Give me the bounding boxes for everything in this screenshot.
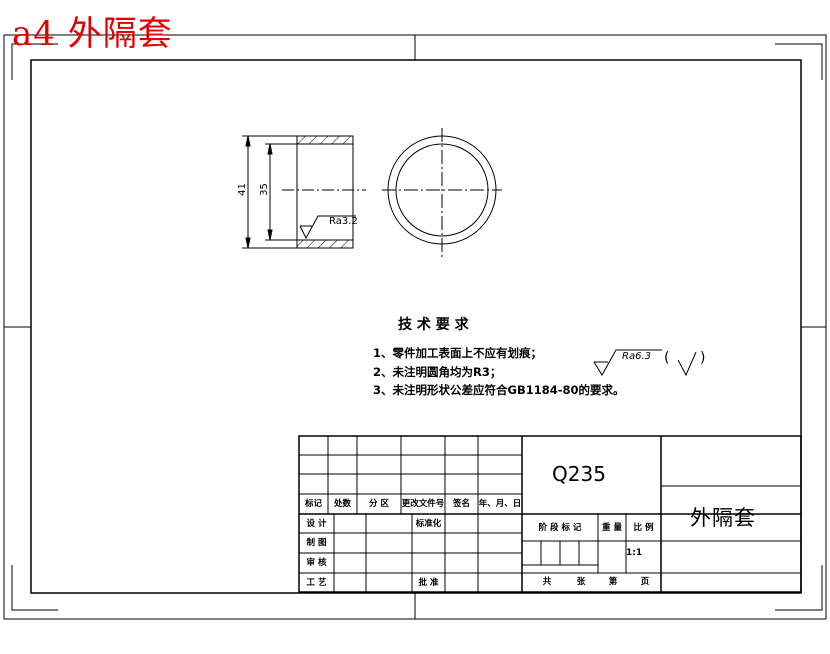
- approval-label: 批 准: [418, 578, 439, 588]
- process-label: 工 艺: [306, 578, 327, 588]
- revision-label-zone: 分 区: [369, 499, 389, 509]
- requirement-item: 2、未注明圆角均为R3；: [373, 365, 502, 379]
- page-title: a4 外隔套: [12, 14, 173, 54]
- local-roughness-label: Ra3.2: [329, 216, 358, 227]
- general-roughness-label: Ra6.3: [622, 351, 651, 362]
- revision-label-signature: 签名: [452, 499, 470, 509]
- general-roughness-symbol: [593, 349, 697, 377]
- general-roughness-paren-open: (: [664, 350, 670, 366]
- page-suffix-label: 页: [640, 577, 650, 587]
- side-view: [382, 128, 502, 258]
- outer-diameter-dimension: 41: [236, 183, 248, 196]
- requirement-item: 3、未注明形状公差应符合GB1184-80的要求。: [373, 383, 625, 397]
- revision-label-mark: 标记: [304, 499, 322, 509]
- front-section-view: [242, 135, 366, 249]
- title-block: [298, 435, 802, 593]
- page-label: 第: [608, 577, 618, 587]
- revision-label-document: 更改文件号: [401, 499, 445, 509]
- scale-value: 1:1: [626, 548, 643, 558]
- weight-label: 重 量: [602, 523, 622, 533]
- general-roughness-paren-close: ): [700, 350, 706, 366]
- revision-label-count: 处数: [333, 499, 351, 509]
- requirement-item: 1、零件加工表面上不应有划痕；: [373, 346, 542, 360]
- material-label: Q235: [552, 462, 606, 486]
- inner-diameter-dimension: 35: [258, 183, 270, 196]
- design-label: 设 计: [306, 519, 327, 529]
- part-name: 外隔套: [690, 506, 756, 530]
- review-label: 审 核: [306, 558, 327, 568]
- drawing-label: 制 图: [306, 538, 327, 548]
- standardization-label: 标准化: [415, 519, 442, 529]
- stage-mark-label: 阶 段 标 记: [538, 523, 582, 533]
- sheets-label: 张: [576, 577, 586, 587]
- revision-label-date: 年、月、日: [478, 499, 522, 509]
- scale-label: 比 例: [633, 523, 654, 533]
- requirements-heading: 技 术 要 求: [398, 317, 469, 333]
- total-sheets-label: 共: [542, 577, 552, 587]
